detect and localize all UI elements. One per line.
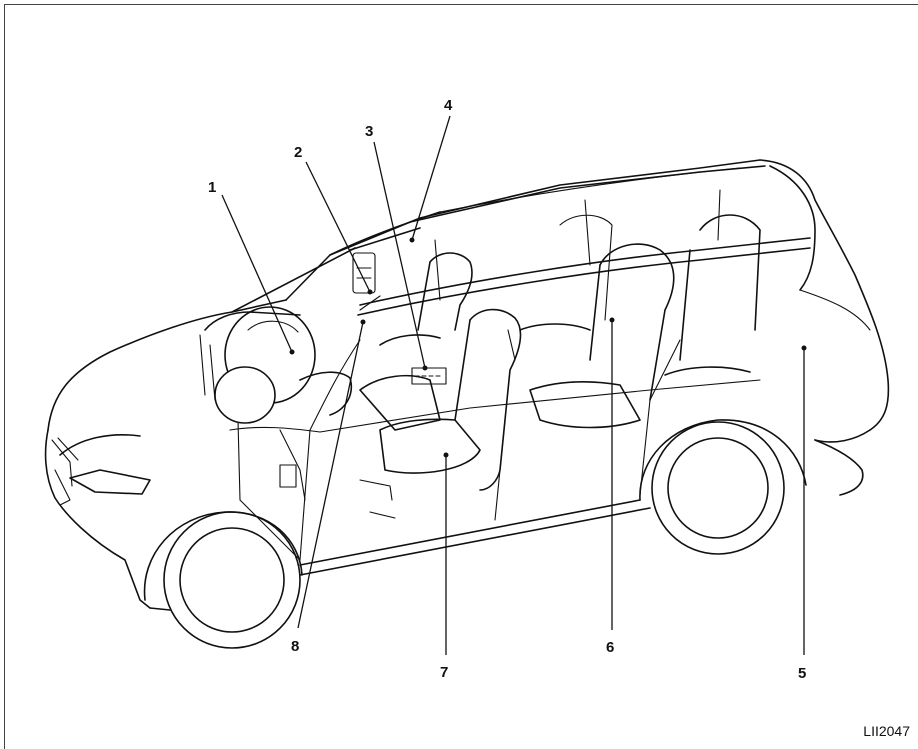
front-passenger-seat — [359, 308, 522, 519]
callout-label-2: 2 — [294, 144, 302, 161]
callout-6: 6 — [606, 317, 615, 656]
callout-1: 1 — [208, 179, 295, 355]
vehicle-body — [44, 159, 890, 611]
figure-frame — [4, 4, 918, 749]
callout-label-8: 8 — [291, 638, 299, 655]
callout-label-6: 6 — [606, 639, 614, 656]
callout-2: 2 — [294, 144, 373, 295]
a-pillar-sensor — [352, 252, 376, 294]
seatbelts — [434, 189, 721, 361]
callout-label-3: 3 — [365, 123, 373, 140]
callout-label-5: 5 — [798, 665, 806, 682]
figure-code: LII2047 — [863, 723, 910, 739]
center-console — [359, 367, 447, 431]
third-row-seat — [664, 214, 761, 376]
front-wheel — [163, 511, 301, 649]
callout-3: 3 — [365, 123, 428, 371]
driver-front-airbag — [214, 306, 316, 424]
callout-label-4: 4 — [444, 97, 453, 114]
callout-8: 8 — [291, 319, 366, 655]
dashboard — [199, 311, 352, 501]
callout-7: 7 — [440, 452, 449, 681]
callout-4: 4 — [409, 97, 453, 243]
callout-5: 5 — [798, 345, 807, 682]
rear-wheel — [651, 421, 785, 555]
callout-label-7: 7 — [440, 664, 448, 681]
callout-label-1: 1 — [208, 179, 216, 196]
second-row-seat — [519, 214, 675, 429]
driver-seat — [379, 252, 473, 346]
